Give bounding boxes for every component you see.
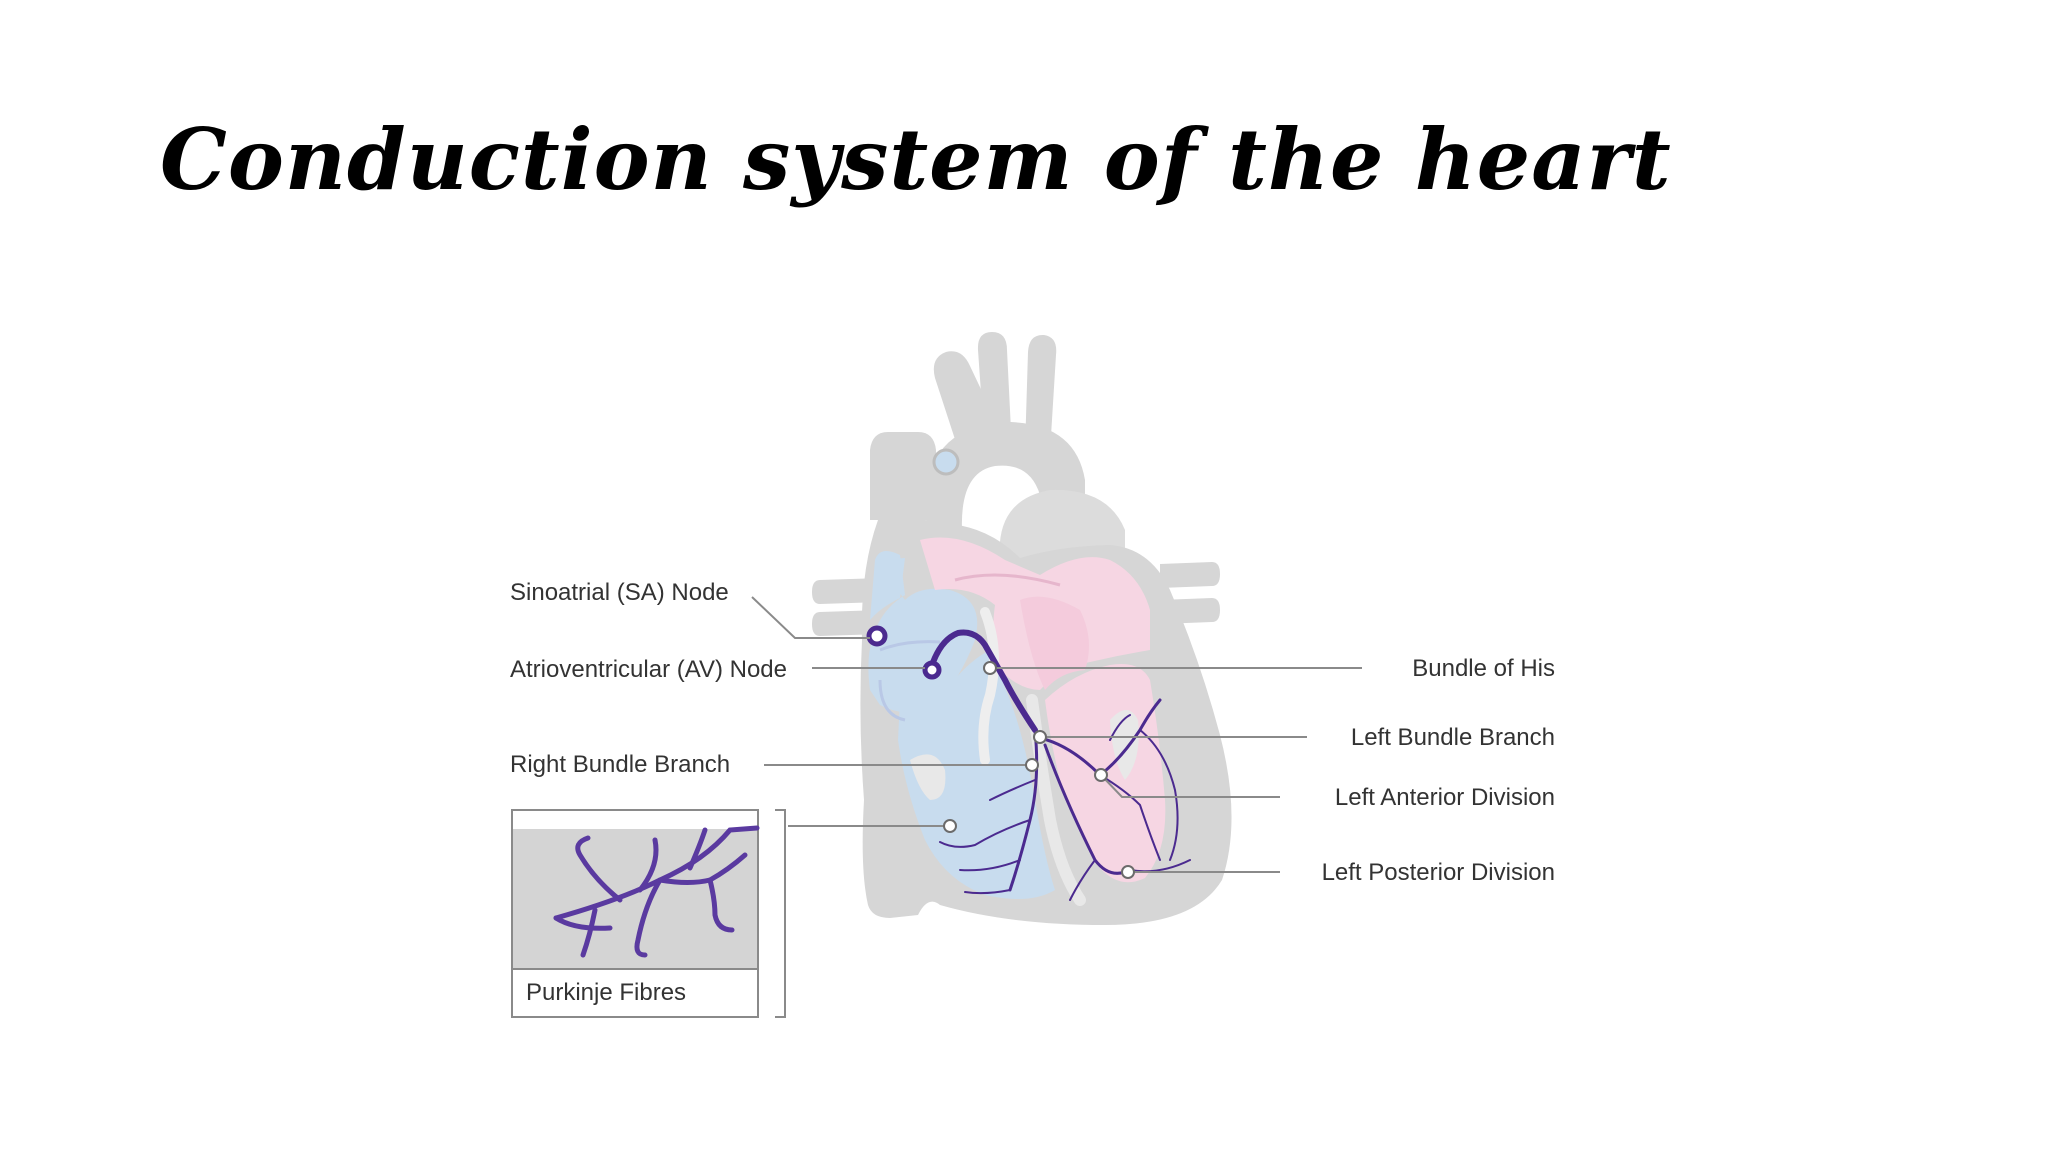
label-right-bundle-branch: Right Bundle Branch xyxy=(510,751,730,778)
sa-node-marker xyxy=(869,628,885,644)
label-sa-node: Sinoatrial (SA) Node xyxy=(510,579,729,606)
left-anterior-division-marker xyxy=(1095,769,1107,781)
label-left-bundle-branch: Left Bundle Branch xyxy=(1351,724,1555,751)
azygos-vein xyxy=(934,450,958,474)
label-purkinje-fibres: Purkinje Fibres xyxy=(526,979,686,1006)
label-left-anterior-division: Left Anterior Division xyxy=(1335,784,1555,811)
label-av-node: Atrioventricular (AV) Node xyxy=(510,656,787,683)
right-bundle-branch-marker xyxy=(1026,759,1038,771)
label-left-posterior-division: Left Posterior Division xyxy=(1322,859,1555,886)
bundle-of-his-marker xyxy=(984,662,996,674)
label-bundle-of-his: Bundle of His xyxy=(1412,655,1555,682)
left-posterior-division-marker xyxy=(1122,866,1134,878)
left-bundle-branch-marker xyxy=(1034,731,1046,743)
purkinje-marker xyxy=(944,820,956,832)
purkinje-bracket xyxy=(775,810,785,1017)
av-node-marker xyxy=(925,663,939,677)
